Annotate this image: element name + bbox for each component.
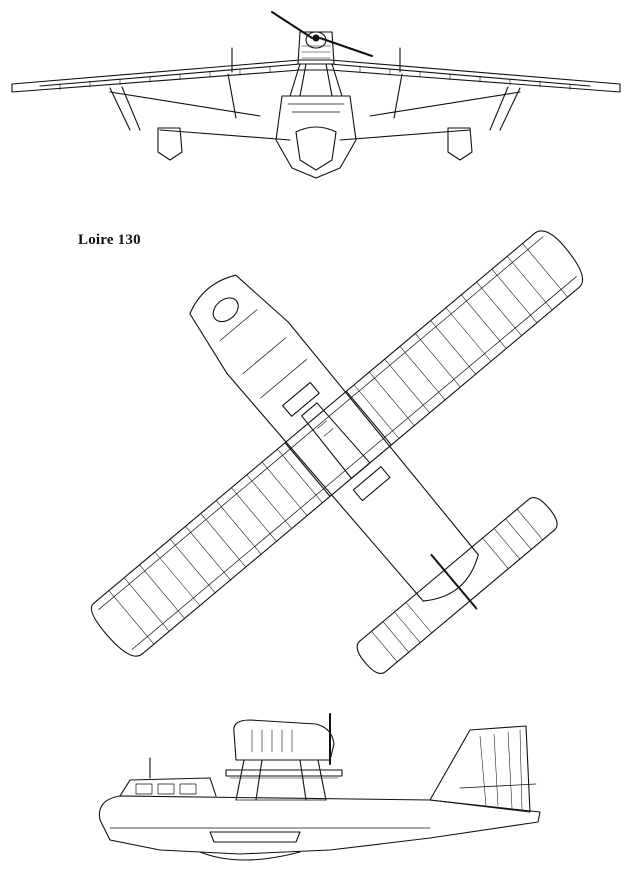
top-view-wing xyxy=(90,230,584,657)
side-view xyxy=(98,713,541,861)
top-view xyxy=(90,230,584,674)
drawing-title: Loire 130 xyxy=(78,232,141,248)
top-view-tailplane xyxy=(356,497,558,674)
front-view xyxy=(11,11,621,179)
top-view-hull xyxy=(189,274,479,602)
